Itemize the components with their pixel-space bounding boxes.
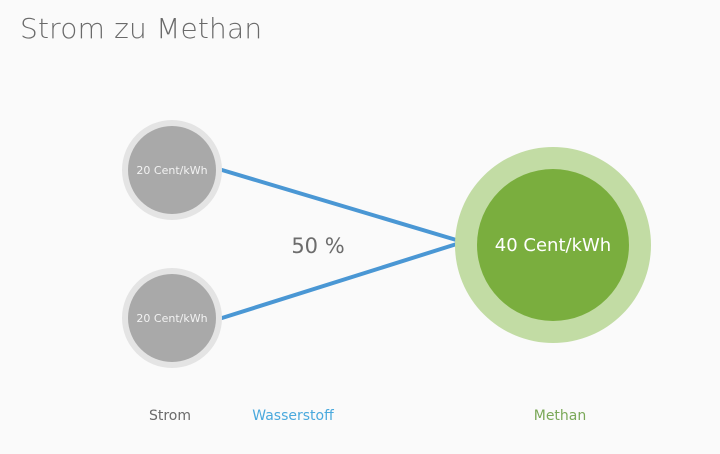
- methan-node: 40 Cent/kWh: [455, 147, 651, 343]
- label-wasserstoff: Wasserstoff: [252, 408, 334, 424]
- strom-node-bottom: 20 Cent/kWh: [122, 268, 222, 368]
- slide-title: Strom zu Methan: [20, 12, 263, 45]
- strom-bottom-price: 20 Cent/kWh: [136, 312, 207, 325]
- methan-price: 40 Cent/kWh: [495, 235, 611, 256]
- connector-bottom: [220, 240, 465, 320]
- strom-node-top: 20 Cent/kWh: [122, 120, 222, 220]
- strom-top-price: 20 Cent/kWh: [136, 164, 207, 177]
- label-methan: Methan: [533, 408, 587, 424]
- conversion-percentage: 50 %: [291, 234, 345, 258]
- label-strom: Strom: [148, 408, 192, 424]
- connector-top: [220, 168, 465, 244]
